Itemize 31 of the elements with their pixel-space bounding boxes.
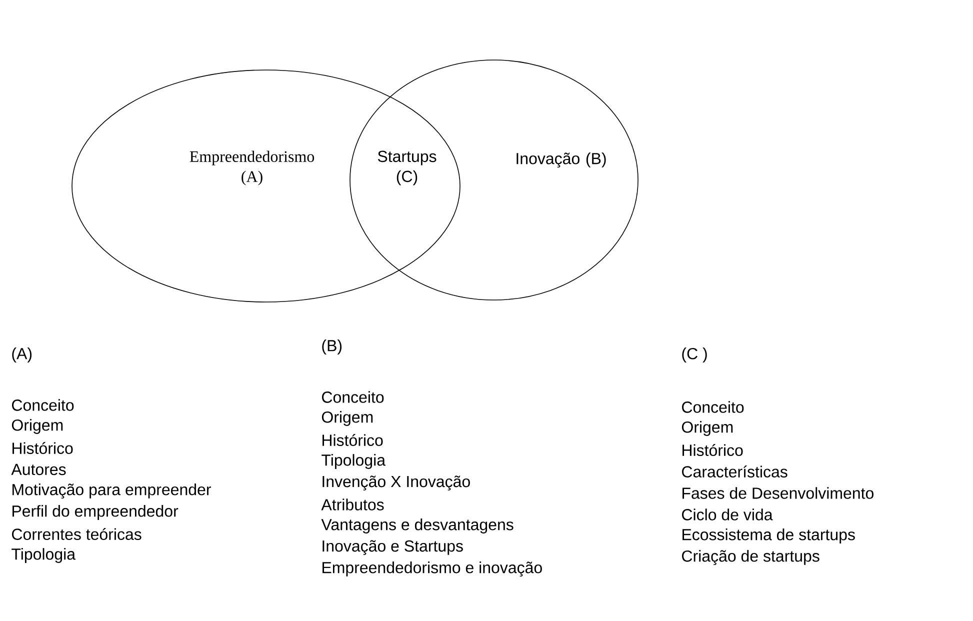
- list-item: Atributos: [321, 498, 384, 510]
- list-item: Conceito: [322, 391, 384, 403]
- list-item: Tipologia: [12, 548, 76, 563]
- list-item: Motivação para empreender: [12, 484, 211, 498]
- list-item: Histórico: [12, 442, 73, 454]
- list-item: Correntes teóricas: [12, 528, 142, 540]
- list-item: Histórico: [322, 434, 383, 446]
- list-item: Conceito: [12, 399, 74, 411]
- list-item: Ecossistema de startups: [682, 528, 855, 544]
- list-item: Invenção X Inovação: [322, 476, 470, 490]
- list-item: Criação de startups: [682, 550, 820, 565]
- list-item: Origem: [12, 419, 63, 434]
- list-item: Características: [682, 466, 788, 478]
- list-item: Vantagens e desvantagens: [321, 518, 514, 534]
- list-item: Origem: [322, 411, 373, 426]
- column-heading: (C ): [682, 348, 707, 362]
- column-heading: (B): [322, 340, 342, 354]
- list-item: Fases de Desenvolvimento: [682, 487, 874, 499]
- list-item: Origem: [682, 421, 733, 436]
- list-item: Histórico: [682, 444, 743, 456]
- list-item: Tipologia: [322, 454, 386, 469]
- list-item: Inovação e Startups: [322, 540, 463, 555]
- list-item: Perfil do empreendedor: [12, 505, 178, 520]
- list-item: Conceito: [682, 401, 744, 413]
- list-item: Ciclo de vida: [682, 508, 773, 520]
- circle-label: Inovação (B): [516, 152, 606, 168]
- circle-label: Empreendedorismo (A): [190, 150, 314, 186]
- list-item: Autores: [11, 464, 66, 476]
- intersection-label: Startups (C): [378, 150, 436, 186]
- column-heading: (A): [12, 348, 32, 362]
- list-item: Empreendedorismo e inovação: [322, 562, 542, 576]
